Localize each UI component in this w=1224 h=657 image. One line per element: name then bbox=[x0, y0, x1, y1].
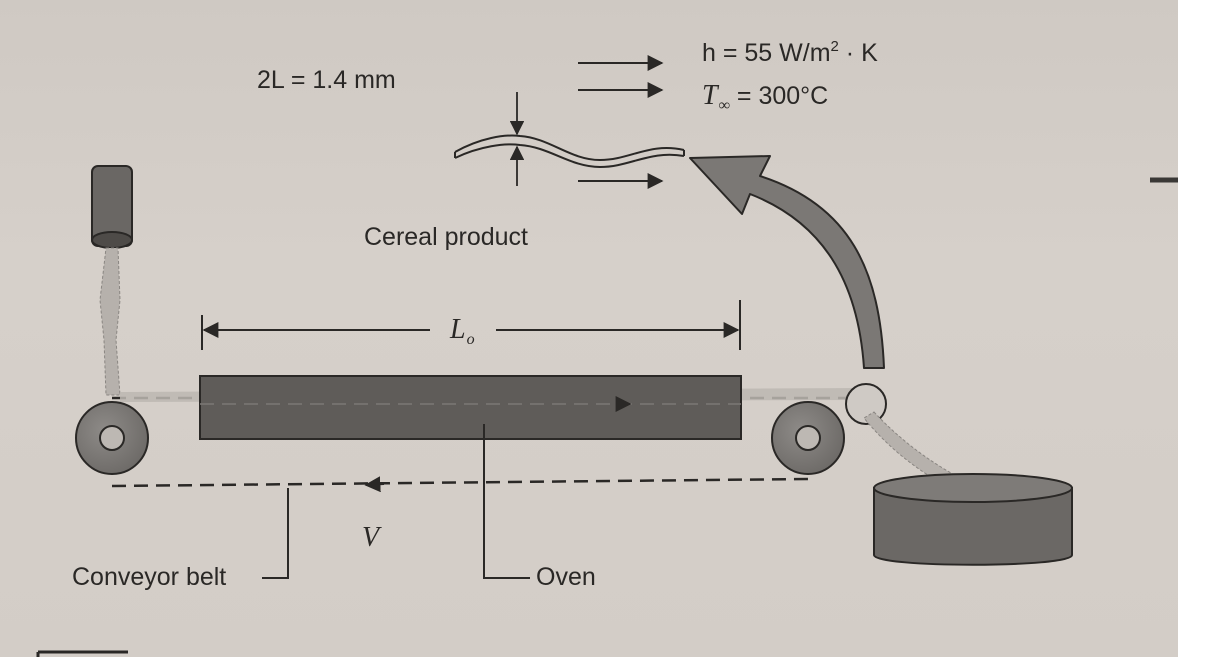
heat-transfer-coefficient-label: h = 55 W/m2 · K bbox=[702, 38, 878, 67]
falling-cereal-stream bbox=[99, 247, 121, 396]
conveyor-belt-label: Conveyor belt bbox=[72, 563, 227, 591]
air-flow-arrows bbox=[578, 55, 664, 189]
cereal-product-label: Cereal product bbox=[364, 223, 528, 251]
oven bbox=[199, 375, 742, 440]
belt-velocity-label: V bbox=[362, 522, 380, 553]
belt-lower bbox=[111, 477, 809, 488]
oven-label: Oven bbox=[536, 563, 596, 591]
oven-length-label: Lo bbox=[450, 314, 475, 348]
collection-bin bbox=[873, 473, 1073, 566]
length-dimension bbox=[201, 300, 741, 350]
feed-hopper bbox=[91, 165, 133, 249]
transfer-arrow bbox=[689, 155, 885, 369]
roller-left bbox=[75, 401, 149, 475]
thickness-label: 2L = 1.4 mm bbox=[257, 66, 396, 94]
oven-leader-line bbox=[483, 424, 530, 579]
cereal-into-bin bbox=[863, 411, 961, 489]
air-temperature-label: T∞ = 300°C bbox=[702, 80, 829, 114]
conveyor-oven-diagram bbox=[36, 55, 1178, 657]
cereal-flake bbox=[454, 134, 685, 169]
textbook-page: 2L = 1.4 mm h = 55 W/m2 · K T∞ = 300°C C… bbox=[0, 0, 1178, 657]
roller-right bbox=[771, 401, 845, 475]
conveyor-leader-line bbox=[262, 488, 289, 579]
